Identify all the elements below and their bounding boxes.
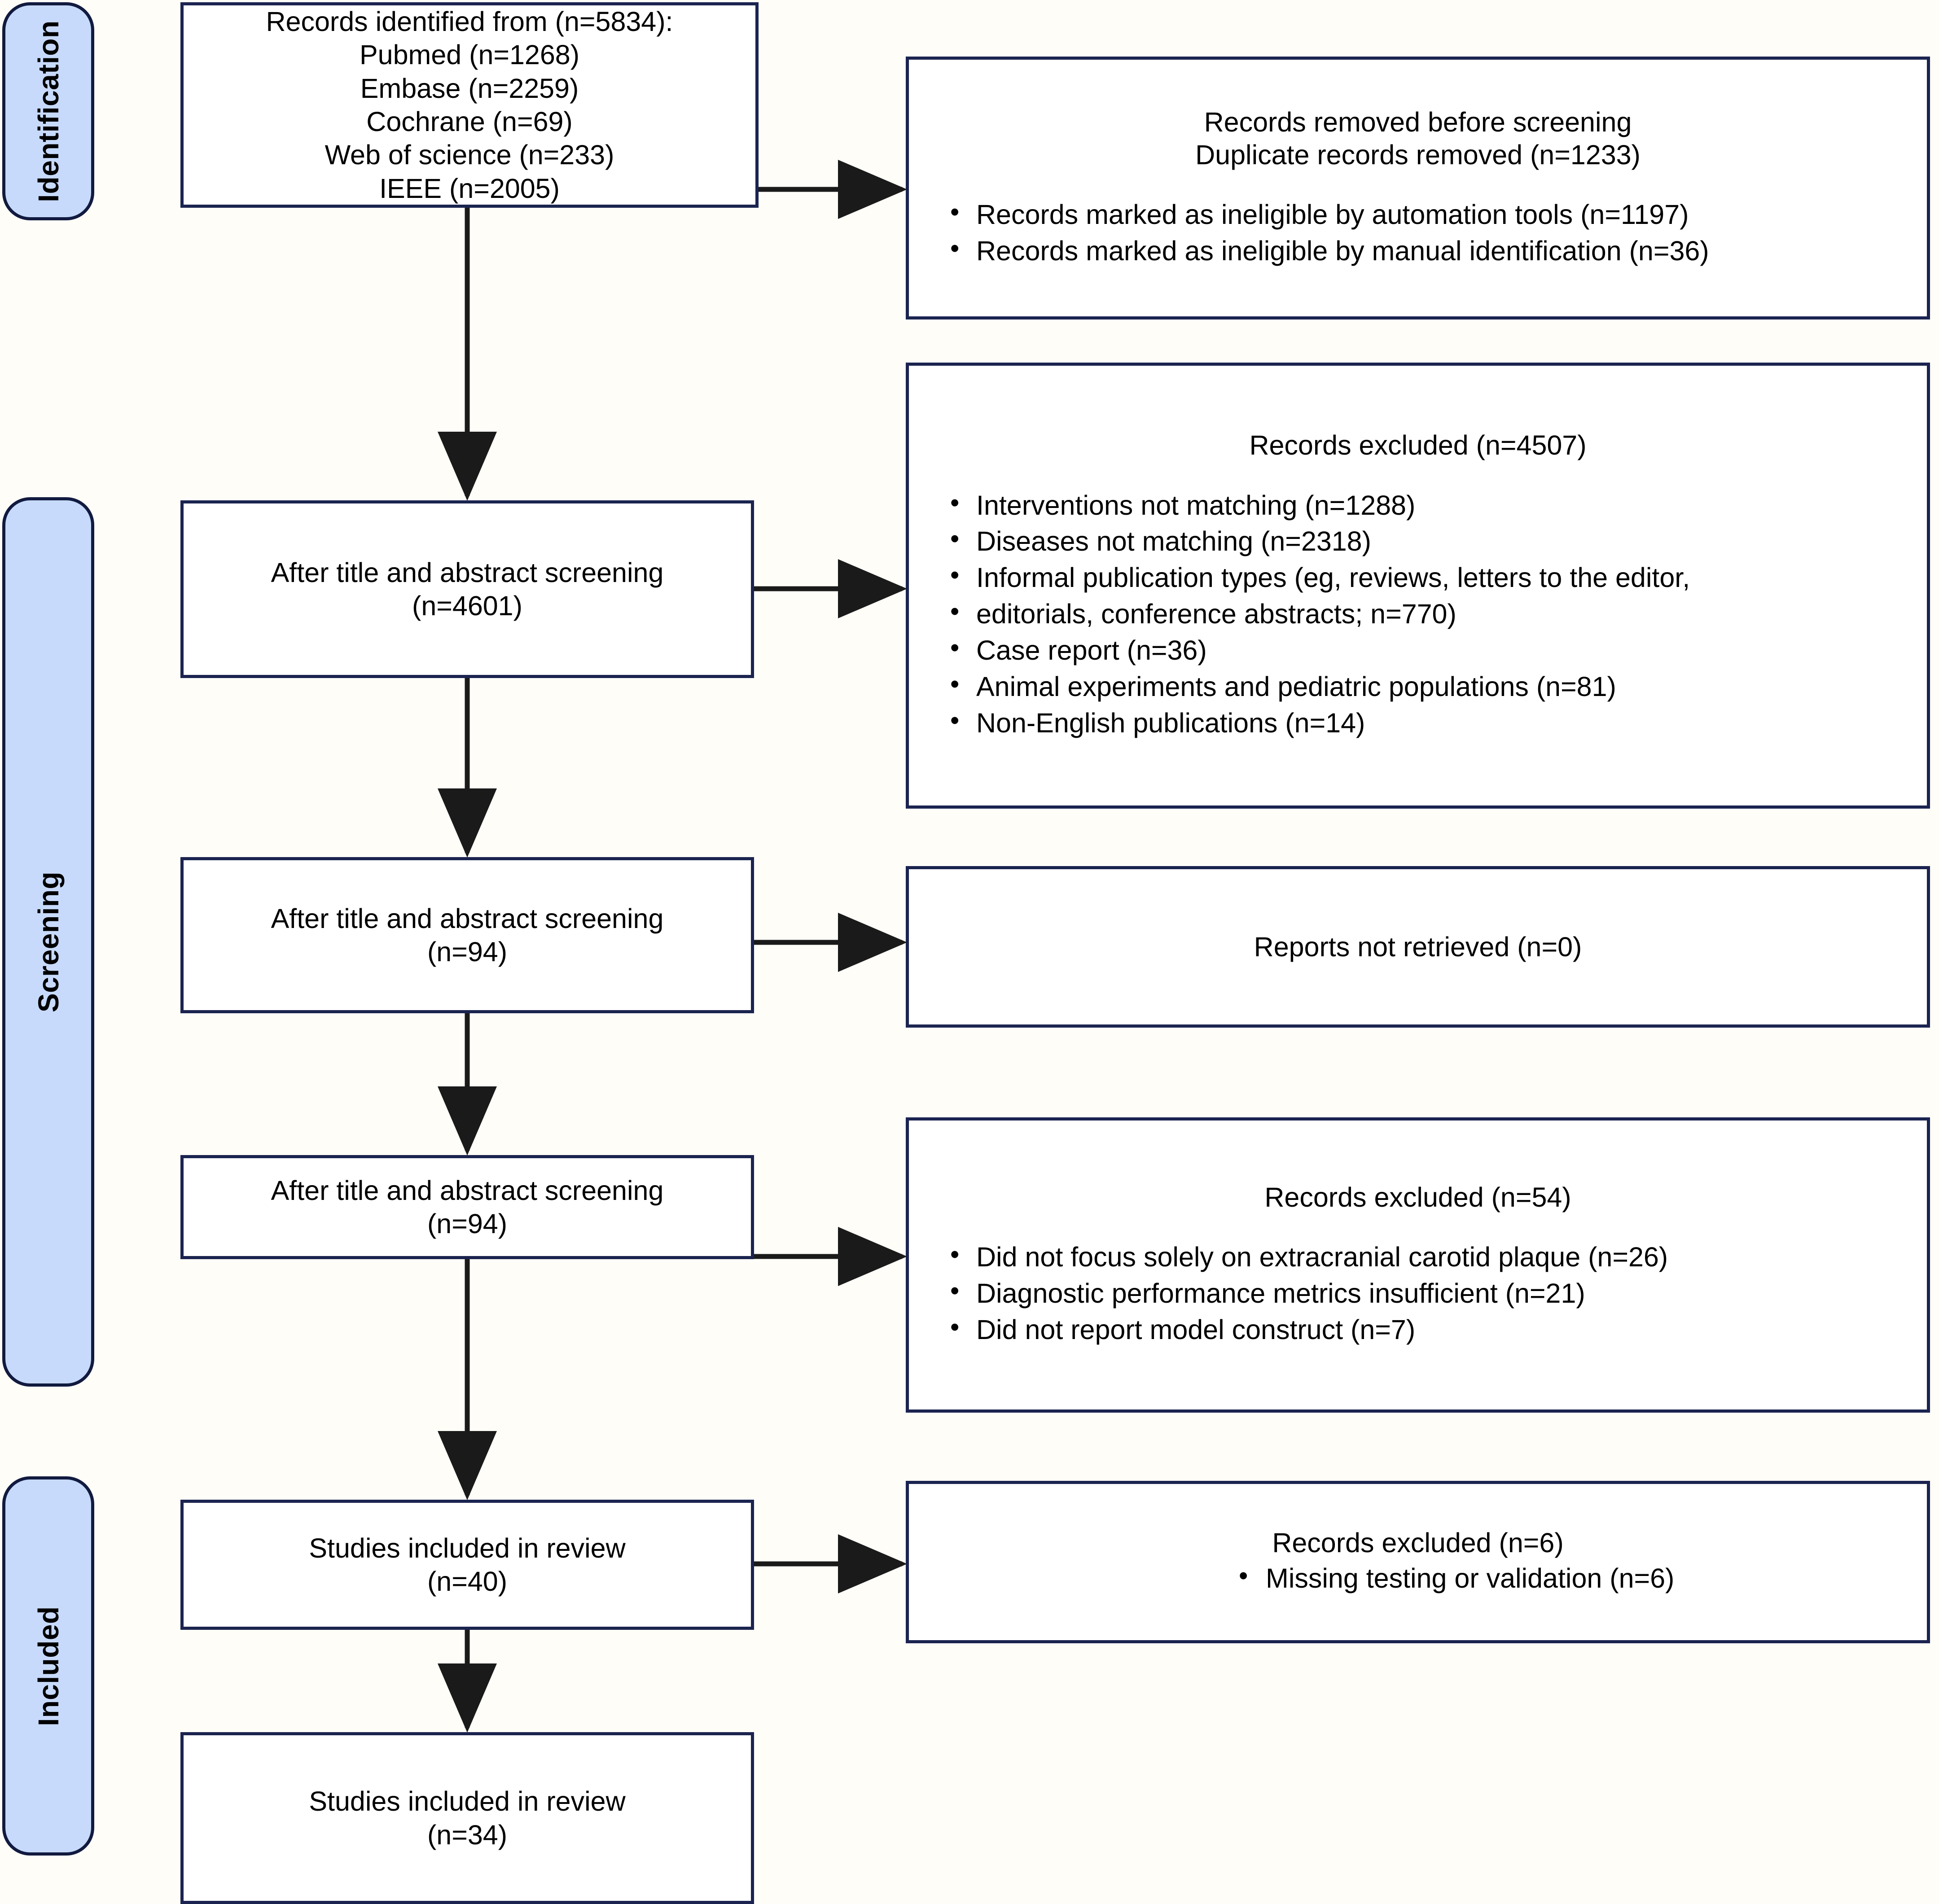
node-records-excluded-54: Records excluded (n=54) Did not focus so…: [906, 1117, 1930, 1413]
node-after-screening-94-b: After title and abstract screening (n=94…: [180, 1155, 754, 1259]
node-reports-not-retrieved-text: Reports not retrieved (n=0): [909, 930, 1927, 963]
line: Records excluded (n=54): [1264, 1182, 1571, 1213]
bullet-item: Did not report model construct (n=7): [909, 1311, 1909, 1347]
phase-pill-screening: Screening: [2, 497, 94, 1387]
node-records-removed-before-screening: Records removed before screening Duplica…: [906, 57, 1930, 320]
node-studies-included-40: Studies included in review (n=40): [180, 1500, 754, 1630]
line: (n=94): [427, 937, 508, 967]
bullet-item: Records marked as ineligible by automati…: [909, 196, 1909, 232]
line: (n=40): [427, 1566, 508, 1597]
node-records-removed-heading: Records removed before screening Duplica…: [909, 106, 1927, 171]
node-reports-not-retrieved: Reports not retrieved (n=0): [906, 866, 1930, 1028]
node-records-excluded-54-heading: Records excluded (n=54): [909, 1181, 1927, 1214]
line: After title and abstract screening: [271, 1175, 664, 1206]
node-records-excluded-54-bullets: Did not focus solely on extracranial car…: [909, 1238, 1927, 1349]
bullet-item: Missing testing or validation (n=6): [1187, 1559, 1909, 1596]
line: Records excluded (n=6): [1272, 1527, 1564, 1558]
bullet-item: Records marked as ineligible by manual i…: [909, 232, 1909, 268]
phase-label-identification: Identification: [32, 20, 65, 202]
line: (n=94): [427, 1208, 508, 1239]
node-records-excluded-6-bullets: Missing testing or validation (n=6): [909, 1559, 1927, 1598]
line: (n=34): [427, 1819, 508, 1850]
node-after-screening-4601-text: After title and abstract screening (n=46…: [184, 556, 751, 623]
line: After title and abstract screening: [271, 903, 664, 934]
line: IEEE (n=2005): [379, 173, 560, 204]
line: Pubmed (n=1268): [359, 39, 580, 70]
bullet-item: Non-English publications (n=14): [909, 704, 1909, 740]
node-records-identified: Records identified from (n=5834): Pubmed…: [180, 2, 759, 208]
bullet-item: Did not focus solely on extracranial car…: [909, 1238, 1909, 1274]
node-studies-included-34: Studies included in review (n=34): [180, 1732, 754, 1904]
node-after-screening-94-a: After title and abstract screening (n=94…: [180, 857, 754, 1013]
line: Studies included in review: [309, 1532, 626, 1563]
bullet-item: Case report (n=36): [909, 631, 1909, 668]
line: (n=4601): [412, 591, 522, 621]
line: Cochrane (n=69): [366, 106, 573, 137]
node-after-screening-94-a-text: After title and abstract screening (n=94…: [184, 902, 751, 969]
node-records-excluded-6: Records excluded (n=6) Missing testing o…: [906, 1481, 1930, 1643]
node-records-excluded-4507: Records excluded (n=4507) Interventions …: [906, 363, 1930, 809]
node-after-screening-94-b-text: After title and abstract screening (n=94…: [184, 1174, 751, 1241]
line: Studies included in review: [309, 1786, 626, 1817]
node-studies-included-40-text: Studies included in review (n=40): [184, 1532, 751, 1598]
node-studies-included-34-text: Studies included in review (n=34): [184, 1785, 751, 1851]
phase-label-screening: Screening: [32, 871, 65, 1012]
node-records-identified-text: Records identified from (n=5834): Pubmed…: [184, 5, 755, 205]
line: Records excluded (n=4507): [1249, 430, 1587, 461]
line: Records identified from (n=5834):: [266, 6, 673, 37]
phase-label-included: Included: [32, 1606, 65, 1726]
line: Web of science (n=233): [325, 140, 614, 171]
bullet-item: Diseases not matching (n=2318): [909, 522, 1909, 559]
bullet-item: editorials, conference abstracts; n=770): [909, 595, 1909, 631]
node-after-screening-4601: After title and abstract screening (n=46…: [180, 500, 754, 678]
line: After title and abstract screening: [271, 557, 664, 588]
line: Reports not retrieved (n=0): [1254, 931, 1582, 962]
node-records-excluded-4507-heading: Records excluded (n=4507): [909, 429, 1927, 462]
node-records-removed-bullets: Records marked as ineligible by automati…: [909, 196, 1927, 270]
line: Records removed before screening: [1204, 106, 1632, 137]
node-records-excluded-6-heading: Records excluded (n=6): [909, 1527, 1927, 1559]
line: Duplicate records removed (n=1233): [1195, 140, 1641, 171]
line: Embase (n=2259): [360, 73, 579, 104]
phase-pill-included: Included: [2, 1476, 94, 1856]
node-records-excluded-4507-bullets: Interventions not matching (n=1288) Dise…: [909, 486, 1927, 742]
bullet-item: Interventions not matching (n=1288): [909, 486, 1909, 523]
bullet-item: Animal experiments and pediatric populat…: [909, 668, 1909, 704]
phase-pill-identification: Identification: [2, 2, 94, 220]
bullet-item: Diagnostic performance metrics insuffici…: [909, 1274, 1909, 1311]
bullet-item: Informal publication types (eg, reviews,…: [909, 559, 1909, 595]
